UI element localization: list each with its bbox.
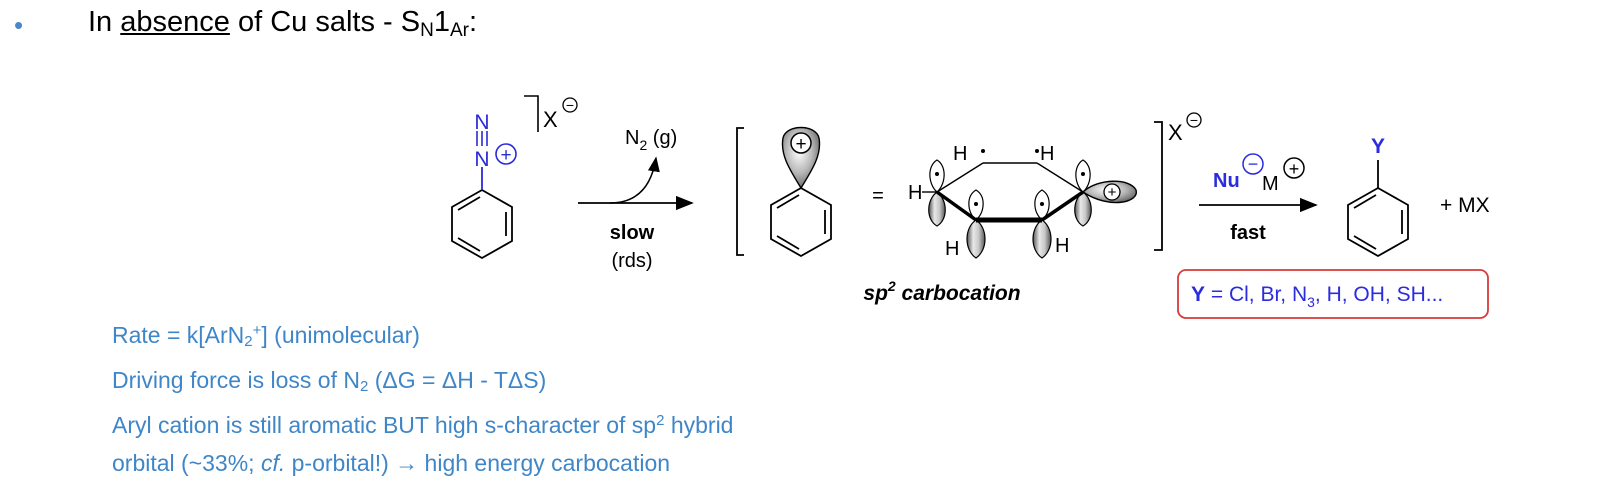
cation-minus-icon: −	[1186, 112, 1202, 128]
nucleophile-label: Nu	[1213, 170, 1240, 192]
cation-plus-icon: +	[790, 132, 812, 155]
product-y-label: Y	[1371, 135, 1385, 158]
svg-text:−: −	[566, 97, 574, 113]
n-alpha-label: N	[474, 111, 489, 134]
n-beta-label: N	[474, 148, 489, 171]
slow-label: slow	[610, 222, 655, 244]
cation-benzene-ring	[770, 186, 832, 258]
note-rate-law: Rate = k[ArN2+] (unimolecular)	[112, 322, 420, 350]
triple-bond	[476, 131, 488, 146]
plus-charge-icon: +	[495, 143, 517, 166]
aryl-cation: + =	[736, 112, 1202, 305]
minus-charge-icon: −	[562, 97, 578, 113]
metal-plus-icon: +	[1283, 157, 1305, 179]
orbital-electron-dots	[935, 149, 1085, 206]
svg-text:+: +	[500, 145, 511, 166]
svg-text:+: +	[1108, 184, 1117, 201]
metal-label: M	[1262, 173, 1279, 195]
carbocation-caption: sp2 carbocation	[863, 278, 1020, 305]
notes-block: Rate = k[ArN2+] (unimolecular) Driving f…	[112, 316, 733, 482]
left-bracket	[736, 127, 744, 256]
note-driving-force: Driving force is loss of N2 (ΔG = ΔH - T…	[112, 367, 547, 395]
heading-middle: of Cu salts - S	[229, 6, 421, 38]
heading-text: In absence of Cu salts - SN1Ar:	[88, 6, 477, 42]
h-label-2: H	[953, 143, 967, 165]
h-label-3: H	[1040, 143, 1054, 165]
svg-text:+: +	[795, 134, 806, 155]
svg-text:+: +	[1289, 159, 1300, 179]
fast-step-arrow: Nu − M + fast	[1199, 153, 1318, 244]
fast-label: fast	[1230, 222, 1266, 244]
bracket-close	[524, 95, 539, 132]
heading-sub-ar: Ar	[449, 20, 469, 41]
note-aromatic: Aryl cation is still aromatic BUT high s…	[112, 412, 734, 438]
h-label-5: H	[1055, 235, 1069, 257]
n2-gas-label: N2 (g)	[625, 127, 677, 153]
slow-step-arrow: N2 (g) slow (rds)	[578, 127, 694, 272]
cation-3d-model: + H H H H H	[908, 143, 1137, 260]
diazonium-salt: N N + X −	[451, 95, 578, 260]
p-orbital-4	[1074, 159, 1092, 227]
svg-text:−: −	[1248, 154, 1259, 174]
heading-sub-n: N	[420, 20, 434, 41]
heading-underlined-word: absence	[120, 6, 230, 38]
byproduct-mx: + MX	[1440, 194, 1490, 217]
h-label-1: H	[908, 182, 922, 204]
p-orbital-3	[1032, 189, 1052, 259]
product: Y + MX	[1347, 135, 1490, 258]
cation-counterion-x: X	[1168, 120, 1183, 145]
product-benzene-ring	[1347, 186, 1409, 258]
slide-heading: • In absence of Cu salts - SN1Ar:	[0, 0, 1620, 60]
counterion-x: X	[543, 107, 558, 132]
substituent-box: Y = Cl, Br, N3, H, OH, SH...	[1177, 269, 1489, 319]
orbital-plus-icon: +	[1103, 183, 1121, 201]
equals-sign: =	[872, 185, 884, 207]
heading-one: 1	[433, 6, 450, 38]
right-bracket	[1154, 121, 1163, 251]
heading-prefix: In	[88, 6, 121, 38]
rds-label: (rds)	[611, 250, 652, 272]
h-label-4: H	[945, 238, 959, 260]
p-orbital-2	[966, 189, 986, 259]
benzene-ring	[451, 188, 513, 260]
nu-minus-icon: −	[1242, 153, 1264, 175]
bullet-point: •	[14, 10, 24, 40]
ring-skeleton	[922, 162, 1084, 223]
note-orbital: orbital (~33%; cf. p-orbital!) → high en…	[112, 450, 671, 476]
svg-text:−: −	[1190, 112, 1198, 128]
heading-colon: :	[468, 6, 478, 38]
substituent-list: Y = Cl, Br, N3, H, OH, SH...	[1191, 283, 1443, 310]
